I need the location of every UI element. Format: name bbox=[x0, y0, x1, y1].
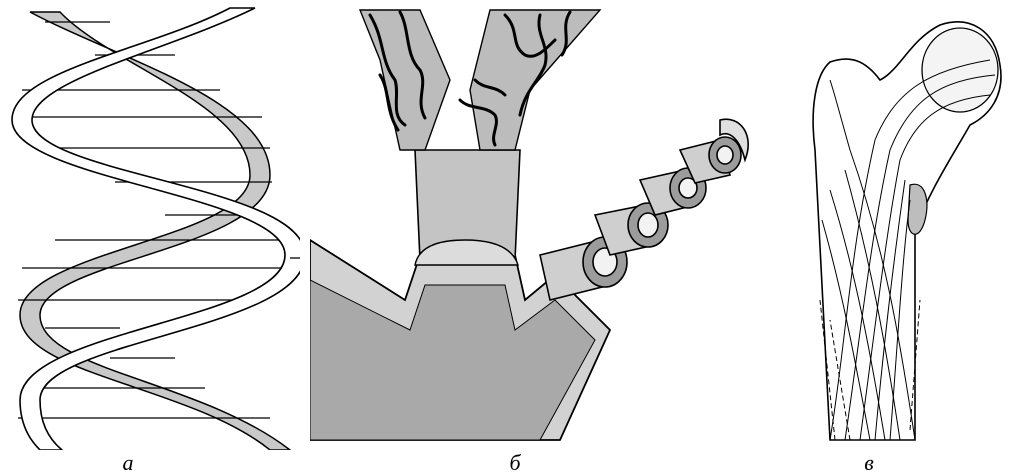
femur-lesser-trochanter bbox=[908, 184, 927, 234]
panel-v-femur bbox=[790, 0, 1009, 450]
caption-b: б bbox=[495, 450, 535, 476]
double-helix-illustration bbox=[0, 0, 300, 450]
femur-illustration bbox=[790, 0, 1009, 450]
vessel-spiral-illustration bbox=[310, 0, 780, 450]
caption-v: в bbox=[849, 450, 889, 476]
femur-head bbox=[922, 28, 998, 112]
panel-b-vessel bbox=[310, 0, 780, 450]
spiral-coils bbox=[540, 119, 748, 300]
caption-a: а bbox=[108, 450, 148, 476]
vessel-inner-layer bbox=[310, 280, 595, 440]
panel-a-double-helix bbox=[0, 0, 300, 450]
